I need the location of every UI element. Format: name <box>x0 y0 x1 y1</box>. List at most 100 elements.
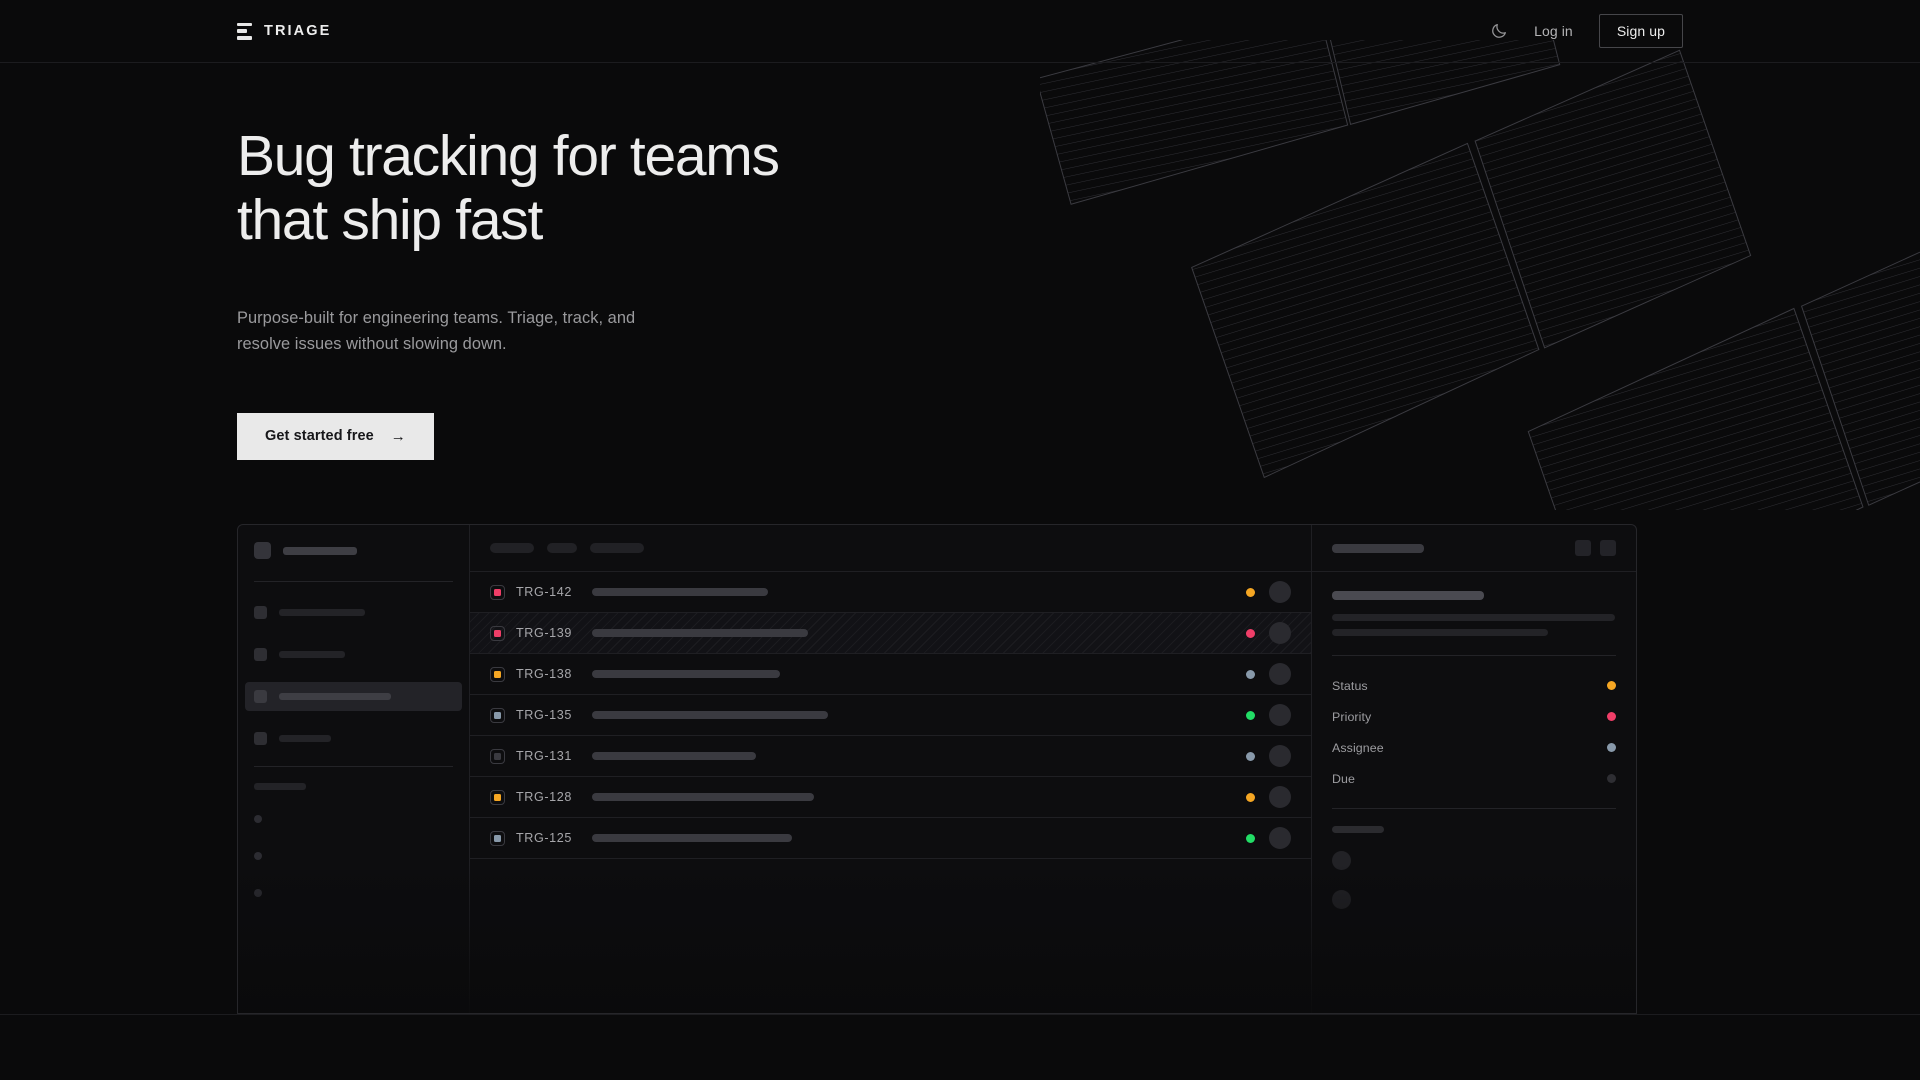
priority-icon[interactable] <box>490 789 505 805</box>
detail-meta-label: Due <box>1332 771 1356 786</box>
priority-icon[interactable] <box>490 707 505 723</box>
toolbar-chip-2[interactable] <box>590 543 644 553</box>
status-dot-icon[interactable] <box>1246 669 1255 679</box>
page-title: Bug tracking for teams that ship fast <box>237 124 780 252</box>
issue-row[interactable]: TRG-142 <box>470 572 1311 613</box>
detail-meta-row-status[interactable]: Status <box>1332 670 1616 701</box>
moon-icon[interactable] <box>1490 22 1508 40</box>
status-dot-icon[interactable] <box>1246 628 1255 638</box>
get-started-button[interactable]: Get started free → <box>237 412 434 460</box>
workspace-switcher[interactable] <box>254 542 453 559</box>
sidebar-nav-item-1[interactable] <box>245 640 462 669</box>
detail-meta-label: Assignee <box>1332 740 1384 755</box>
assignee-avatar[interactable] <box>1269 581 1291 603</box>
assignee-avatar[interactable] <box>1269 786 1291 808</box>
detail-meta-dot-icon <box>1607 774 1616 783</box>
get-started-label: Get started free <box>265 428 374 445</box>
status-dot-icon[interactable] <box>1246 710 1255 720</box>
brand-logo[interactable]: TRIAGE <box>237 22 332 40</box>
mockup-sidebar <box>238 525 470 1013</box>
issue-id: TRG-135 <box>516 708 572 722</box>
issue-id: TRG-142 <box>516 585 572 599</box>
priority-icon[interactable] <box>490 584 505 600</box>
priority-icon[interactable] <box>490 666 505 682</box>
activity-avatar-0 <box>1332 851 1351 870</box>
status-dot-icon[interactable] <box>1246 751 1255 761</box>
detail-title-placeholder <box>1332 591 1484 600</box>
stacked-bars-logo-icon <box>237 22 252 40</box>
issue-list-toolbar <box>470 525 1311 572</box>
detail-action-button-2[interactable] <box>1600 540 1616 556</box>
sidebar-nav-item-0[interactable] <box>245 598 462 627</box>
issue-row[interactable]: TRG-139 <box>470 613 1311 654</box>
status-dot-icon[interactable] <box>1246 792 1255 802</box>
workspace-avatar-icon <box>254 542 271 559</box>
issue-id: TRG-139 <box>516 626 572 640</box>
sidebar-nav-icon <box>254 606 267 619</box>
sidebar-nav-item-3[interactable] <box>245 724 462 753</box>
detail-body-line-2 <box>1332 629 1548 636</box>
priority-icon[interactable] <box>490 830 505 846</box>
toolbar-chip-0[interactable] <box>490 543 534 553</box>
status-dot-icon[interactable] <box>1246 587 1255 597</box>
assignee-avatar[interactable] <box>1269 663 1291 685</box>
sidebar-nav-icon <box>254 690 267 703</box>
issue-row[interactable]: TRG-138 <box>470 654 1311 695</box>
sidebar-section-label <box>254 783 306 790</box>
status-dot-icon[interactable] <box>1246 833 1255 843</box>
detail-meta-label: Status <box>1332 678 1368 693</box>
arrow-right-icon: → <box>390 427 406 445</box>
assignee-avatar[interactable] <box>1269 704 1291 726</box>
issue-row[interactable]: TRG-125 <box>470 818 1311 859</box>
issue-row[interactable]: TRG-131 <box>470 736 1311 777</box>
decorative-hatched-panels <box>1040 40 1920 510</box>
hero-subheading: Purpose-built for engineering teams. Tri… <box>237 308 636 354</box>
detail-action-button-1[interactable] <box>1575 540 1591 556</box>
detail-body-line-1 <box>1332 614 1615 621</box>
activity-section-label <box>1332 826 1384 833</box>
signup-button[interactable]: Sign up <box>1598 14 1683 48</box>
sidebar-divider-top <box>254 581 453 582</box>
assignee-avatar[interactable] <box>1269 827 1291 849</box>
detail-meta-row-assignee[interactable]: Assignee <box>1332 732 1616 763</box>
detail-meta-dot-icon <box>1607 681 1616 690</box>
project-dot-icon <box>254 814 262 823</box>
detail-meta-dot-icon <box>1607 743 1616 752</box>
project-dot-icon <box>254 888 262 897</box>
detail-meta-row-due[interactable]: Due <box>1332 763 1616 794</box>
activity-avatar-1 <box>1332 890 1351 909</box>
brand-name: TRIAGE <box>264 23 332 39</box>
sidebar-nav-label-placeholder <box>279 609 365 616</box>
issue-title-placeholder <box>592 629 808 637</box>
detail-meta-row-priority[interactable]: Priority <box>1332 701 1616 732</box>
header-actions: Log in Sign up <box>1490 14 1683 48</box>
sidebar-nav-item-2[interactable] <box>245 682 462 711</box>
priority-icon[interactable] <box>490 748 505 764</box>
issue-title-placeholder <box>592 711 828 719</box>
assignee-avatar[interactable] <box>1269 745 1291 767</box>
sidebar-project-item-1[interactable] <box>254 847 453 864</box>
sidebar-nav-label-placeholder <box>279 735 331 742</box>
activity-feed <box>1332 851 1616 909</box>
detail-meta-label: Priority <box>1332 709 1372 724</box>
login-link[interactable]: Log in <box>1534 23 1573 39</box>
hero-section: Bug tracking for teams that ship fast Pu… <box>237 124 780 460</box>
detail-meta-dot-icon <box>1607 712 1616 721</box>
detail-divider-2 <box>1332 808 1616 809</box>
detail-header <box>1312 525 1636 572</box>
issue-title-placeholder <box>592 793 814 801</box>
issue-row[interactable]: TRG-135 <box>470 695 1311 736</box>
issue-row[interactable]: TRG-128 <box>470 777 1311 818</box>
sidebar-project-item-2[interactable] <box>254 884 453 901</box>
assignee-avatar[interactable] <box>1269 622 1291 644</box>
toolbar-chip-1[interactable] <box>547 543 577 553</box>
sidebar-project-item-0[interactable] <box>254 810 453 827</box>
priority-icon[interactable] <box>490 625 505 641</box>
detail-header-placeholder <box>1332 543 1424 553</box>
